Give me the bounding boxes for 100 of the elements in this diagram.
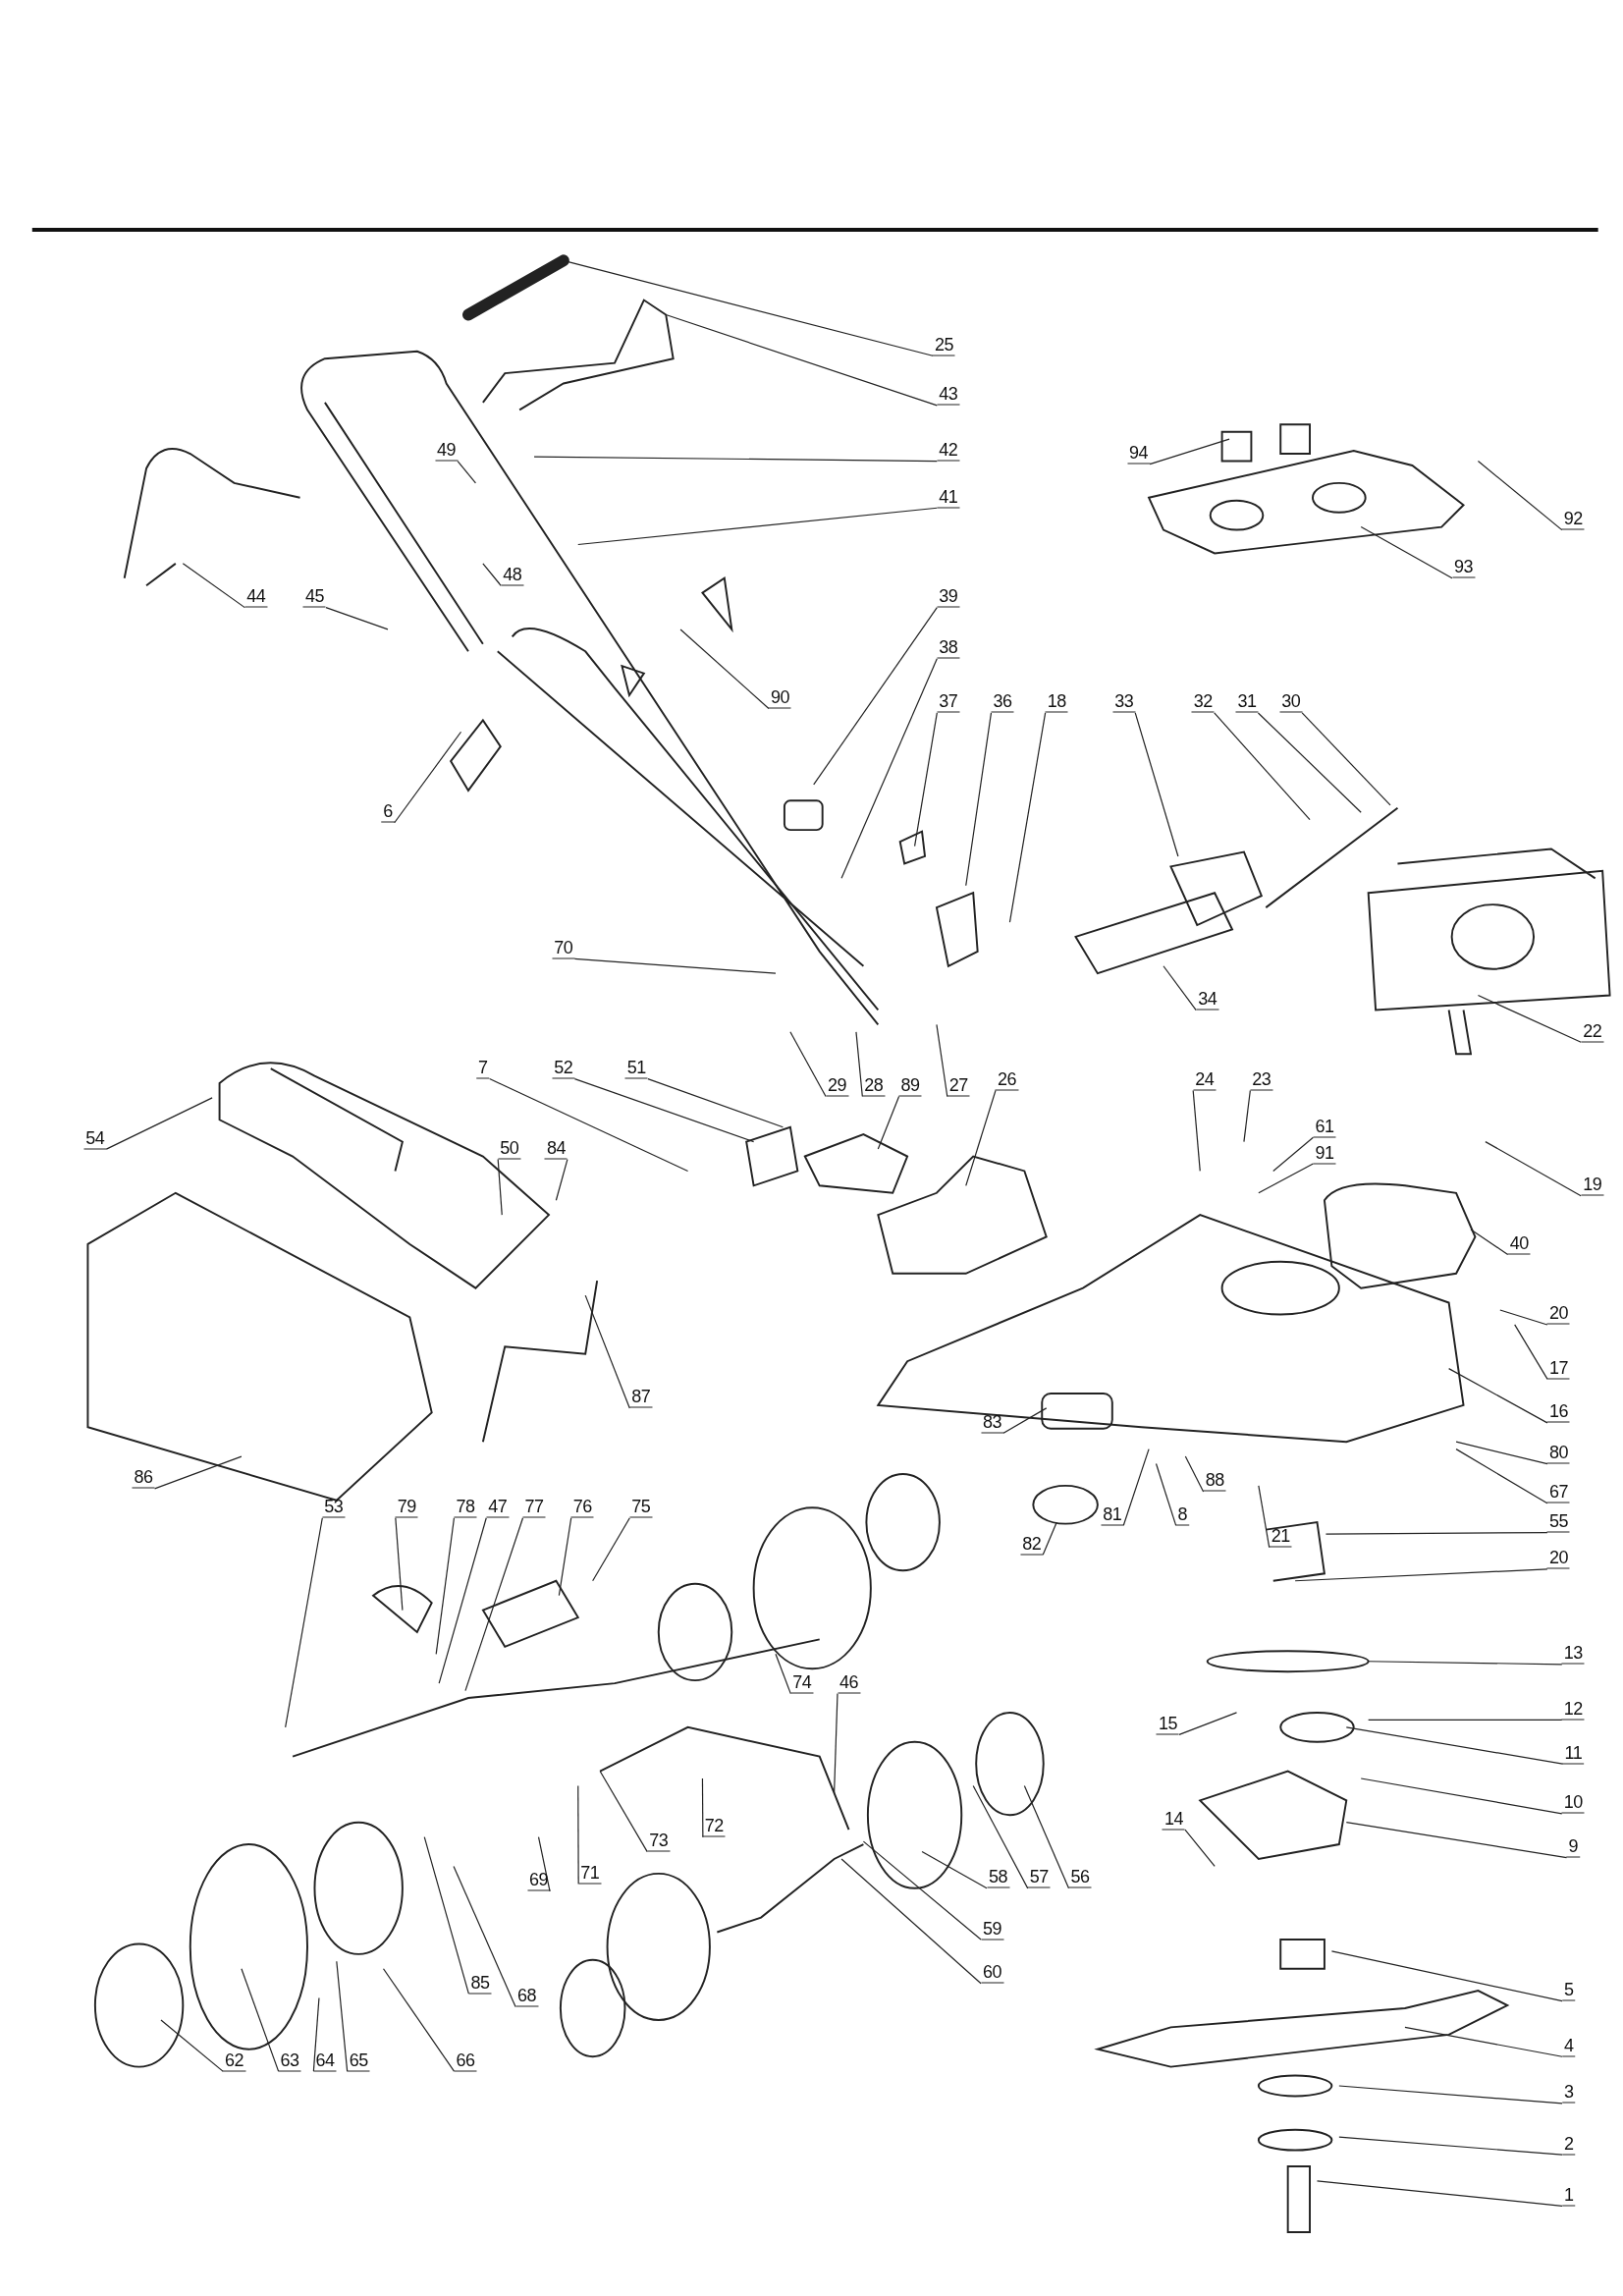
leader-line: [1368, 1719, 1563, 1722]
leader-line: [665, 313, 938, 407]
leader-line: [1338, 2085, 1563, 2105]
callout-number: 68: [515, 1986, 539, 2007]
leader-line: [679, 629, 770, 710]
leader-line: [241, 1968, 280, 2072]
callout-number: 46: [838, 1672, 860, 1694]
callout-number: 29: [826, 1075, 849, 1097]
leader-line: [1258, 1163, 1314, 1194]
leader-line: [438, 1517, 487, 1684]
leader-line: [1338, 2136, 1563, 2156]
callout-number: 40: [1507, 1233, 1531, 1255]
callout-number: 51: [624, 1058, 648, 1079]
callout-number: 11: [1562, 1743, 1585, 1765]
callout-number: 50: [498, 1138, 521, 1160]
callout-number: 43: [937, 384, 960, 406]
callout-number: 61: [1313, 1117, 1336, 1138]
leader-line: [1008, 712, 1047, 923]
callout-number: 83: [981, 1412, 1004, 1434]
callout-number: 60: [981, 1962, 1004, 1984]
leader-line: [573, 1078, 755, 1143]
callout-number: 3: [1562, 2082, 1576, 2104]
leader-line: [813, 607, 938, 786]
leader-line: [1499, 1309, 1548, 1326]
leader-line: [599, 1770, 648, 1853]
callout-number: 62: [222, 2050, 245, 2072]
leader-line: [395, 1517, 404, 1612]
callout-number: 57: [1027, 1867, 1051, 1888]
callout-number: 66: [454, 2050, 477, 2072]
callout-number: 67: [1546, 1482, 1570, 1503]
callout-number: 93: [1452, 557, 1476, 578]
leader-line: [1258, 1485, 1271, 1549]
callout-number: 20: [1546, 1548, 1570, 1569]
leader-line: [936, 1023, 948, 1098]
leader-line: [965, 1089, 997, 1186]
leader-line: [423, 1836, 469, 1995]
leader-line: [1325, 1532, 1548, 1535]
callout-number: 25: [932, 335, 955, 356]
leader-line: [1002, 1407, 1048, 1434]
callout-number: 91: [1313, 1143, 1336, 1165]
leader-line: [154, 1455, 243, 1490]
callout-number: 1: [1562, 2185, 1576, 2207]
callout-number: 73: [647, 1831, 671, 1852]
callout-number: 16: [1546, 1401, 1570, 1423]
leader-line: [394, 731, 462, 824]
leader-line: [489, 1078, 689, 1173]
leader-line: [1360, 1777, 1563, 1815]
callout-number: 48: [501, 565, 524, 586]
leader-line: [1316, 2180, 1563, 2207]
leader-line: [972, 1784, 1029, 1889]
callout-number: 28: [862, 1075, 886, 1097]
leader-line: [775, 1653, 791, 1695]
leader-line: [1163, 965, 1197, 1011]
leader-line: [1294, 1568, 1548, 1582]
leader-line: [1155, 1462, 1177, 1526]
callout-number: 63: [278, 2050, 301, 2072]
callout-number: 88: [1203, 1470, 1226, 1492]
callout-number: 41: [937, 487, 960, 509]
leader-line: [1477, 460, 1563, 531]
leader-line: [1272, 1136, 1314, 1173]
callout-number: 8: [1175, 1504, 1190, 1526]
callout-number: 4: [1562, 2036, 1576, 2057]
leader-line: [1184, 1455, 1205, 1493]
callout-number: 85: [468, 1973, 492, 1995]
leader-line: [1134, 712, 1179, 857]
leader-line: [160, 2019, 224, 2072]
leader-line: [1023, 1784, 1070, 1889]
leader-line: [577, 507, 938, 546]
callout-number: 37: [937, 691, 960, 713]
callout-number: 90: [768, 687, 791, 709]
callout-number: 49: [435, 440, 459, 462]
leader-line: [1345, 1726, 1564, 1765]
leader-line: [285, 1517, 323, 1728]
callout-number: 55: [1546, 1511, 1570, 1533]
leader-line: [1404, 2026, 1563, 2057]
leader-line: [464, 1517, 524, 1692]
leader-line: [1360, 526, 1453, 579]
callout-number: 65: [347, 2050, 370, 2072]
leader-line: [1455, 1441, 1548, 1465]
callout-number: 5: [1562, 1980, 1576, 2001]
leader-line: [1477, 994, 1582, 1043]
leader-line: [1184, 1829, 1216, 1868]
callout-number: 80: [1546, 1443, 1570, 1464]
leader-line: [1149, 438, 1230, 465]
callout-number: 72: [702, 1816, 726, 1837]
callout-number: 20: [1546, 1304, 1570, 1325]
leader-line: [325, 607, 389, 630]
callout-number: 70: [552, 938, 575, 959]
callout-number: 27: [947, 1075, 970, 1097]
callout-number: 6: [381, 801, 395, 823]
callout-number: 89: [898, 1075, 922, 1097]
leader-line: [1448, 1368, 1548, 1424]
callout-number: 81: [1101, 1504, 1124, 1526]
leader-line: [435, 1517, 456, 1655]
leader-line: [877, 1095, 900, 1150]
leader-line: [840, 1858, 982, 1985]
callout-number: 36: [991, 691, 1014, 713]
callout-number: 22: [1581, 1021, 1604, 1043]
leader-line: [1485, 1141, 1582, 1197]
callout-number: 44: [244, 586, 268, 608]
